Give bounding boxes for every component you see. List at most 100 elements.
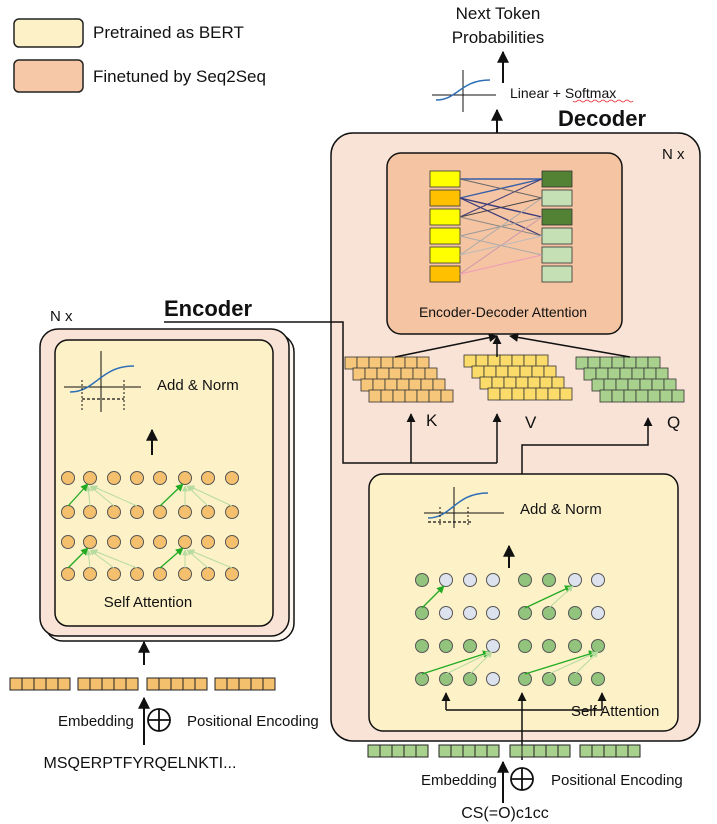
encoder-embedding-label: Embedding — [58, 713, 134, 730]
embedding-token — [438, 744, 452, 758]
embedding-token — [182, 677, 196, 691]
stack-token — [475, 354, 489, 368]
stack-token — [591, 378, 605, 392]
embedding-token — [33, 677, 47, 691]
linear-softmax-label: Linear + Softmax — [510, 85, 616, 101]
stack-token — [583, 367, 597, 381]
attention-node — [178, 471, 192, 485]
q-label: Q — [667, 413, 680, 432]
decoder-positional-encoding-label: Positional Encoding — [551, 772, 683, 789]
stack-token — [432, 378, 446, 392]
attention-arrow-faint — [91, 485, 138, 507]
stack-token — [380, 356, 394, 370]
stack-token — [360, 378, 374, 392]
attention-node — [153, 567, 167, 581]
attention-node — [83, 505, 97, 519]
stack-token — [611, 356, 625, 370]
stack-token — [503, 376, 517, 390]
attention-node — [130, 471, 144, 485]
stack-token — [603, 378, 617, 392]
stack-token — [499, 354, 513, 368]
embedding-token — [474, 744, 488, 758]
attention-key-cell — [429, 246, 461, 264]
softmax-spellcheck-underline — [572, 99, 634, 103]
embedding-token — [533, 744, 547, 758]
stack-token — [559, 387, 573, 401]
stack-token — [651, 378, 665, 392]
attention-node — [178, 567, 192, 581]
stack-token — [631, 367, 645, 381]
embedding-token — [21, 677, 35, 691]
stack-token — [607, 367, 621, 381]
embedding-token — [77, 677, 91, 691]
stack-token — [511, 387, 525, 401]
stack-token — [515, 376, 529, 390]
legend-swatch-finetuned — [13, 59, 84, 93]
stack-token — [551, 376, 565, 390]
embedding-token — [579, 744, 593, 758]
stack-token — [519, 365, 533, 379]
attention-weight-line — [459, 197, 543, 237]
attention-node — [439, 672, 453, 686]
embedding-token — [603, 744, 617, 758]
attention-node — [107, 505, 121, 519]
embedding-token — [403, 744, 417, 758]
stack-token — [527, 376, 541, 390]
decoder-add-norm-label: Add & Norm — [520, 501, 602, 518]
stack-token — [344, 356, 358, 370]
attention-node — [486, 672, 500, 686]
attention-node — [61, 505, 75, 519]
attention-query-cell — [541, 227, 573, 245]
stack-token — [380, 389, 394, 403]
attention-node — [107, 567, 121, 581]
stack-token — [599, 356, 613, 370]
attention-arrow-faint — [188, 549, 233, 569]
embedding-token — [194, 677, 208, 691]
kvq-to-attention-arrows — [394, 332, 631, 358]
attention-arrow — [421, 650, 491, 675]
stack-token — [384, 378, 398, 392]
stack-token — [671, 389, 685, 403]
attention-weight-line — [459, 178, 543, 199]
decoder-self-attention-label: Self Attention — [571, 703, 659, 720]
attention-node — [61, 567, 75, 581]
attention-arrow — [159, 547, 184, 569]
output-title-line2: Probabilities — [452, 28, 545, 47]
stack-token — [623, 356, 637, 370]
stack-token — [627, 378, 641, 392]
stack-token — [635, 389, 649, 403]
stack-token — [416, 356, 430, 370]
attention-node — [153, 535, 167, 549]
stack-token — [547, 387, 561, 401]
attention-arrow-faint — [574, 651, 599, 675]
stack-token — [495, 365, 509, 379]
attention-query-cell — [541, 208, 573, 226]
attention-node — [542, 672, 556, 686]
attention-node — [439, 573, 453, 587]
decoder-plus-icon — [510, 767, 534, 791]
attention-node — [153, 505, 167, 519]
embedding-token — [450, 744, 464, 758]
stack-token — [499, 387, 513, 401]
encoder-self-attention-label: Self Attention — [104, 594, 192, 611]
attention-node — [201, 505, 215, 519]
decoder-title: Decoder — [558, 106, 646, 131]
stack-token — [404, 356, 418, 370]
embedding-token — [615, 744, 629, 758]
encoder-repeat-label: N x — [50, 308, 73, 325]
stack-token — [507, 365, 521, 379]
stack-token — [372, 378, 386, 392]
embedding-token — [125, 677, 139, 691]
attention-key-cell — [429, 265, 461, 283]
attention-node — [107, 471, 121, 485]
attention-node — [107, 535, 121, 549]
attention-node — [568, 573, 582, 587]
legend-label-pretrained: Pretrained as BERT — [93, 23, 244, 42]
stack-token — [479, 376, 493, 390]
attention-arrow — [421, 585, 445, 609]
attention-key-cell — [429, 170, 461, 188]
attention-node — [225, 567, 239, 581]
attention-key-cells — [429, 170, 461, 283]
attention-node — [542, 606, 556, 620]
attention-query-cell — [541, 265, 573, 283]
